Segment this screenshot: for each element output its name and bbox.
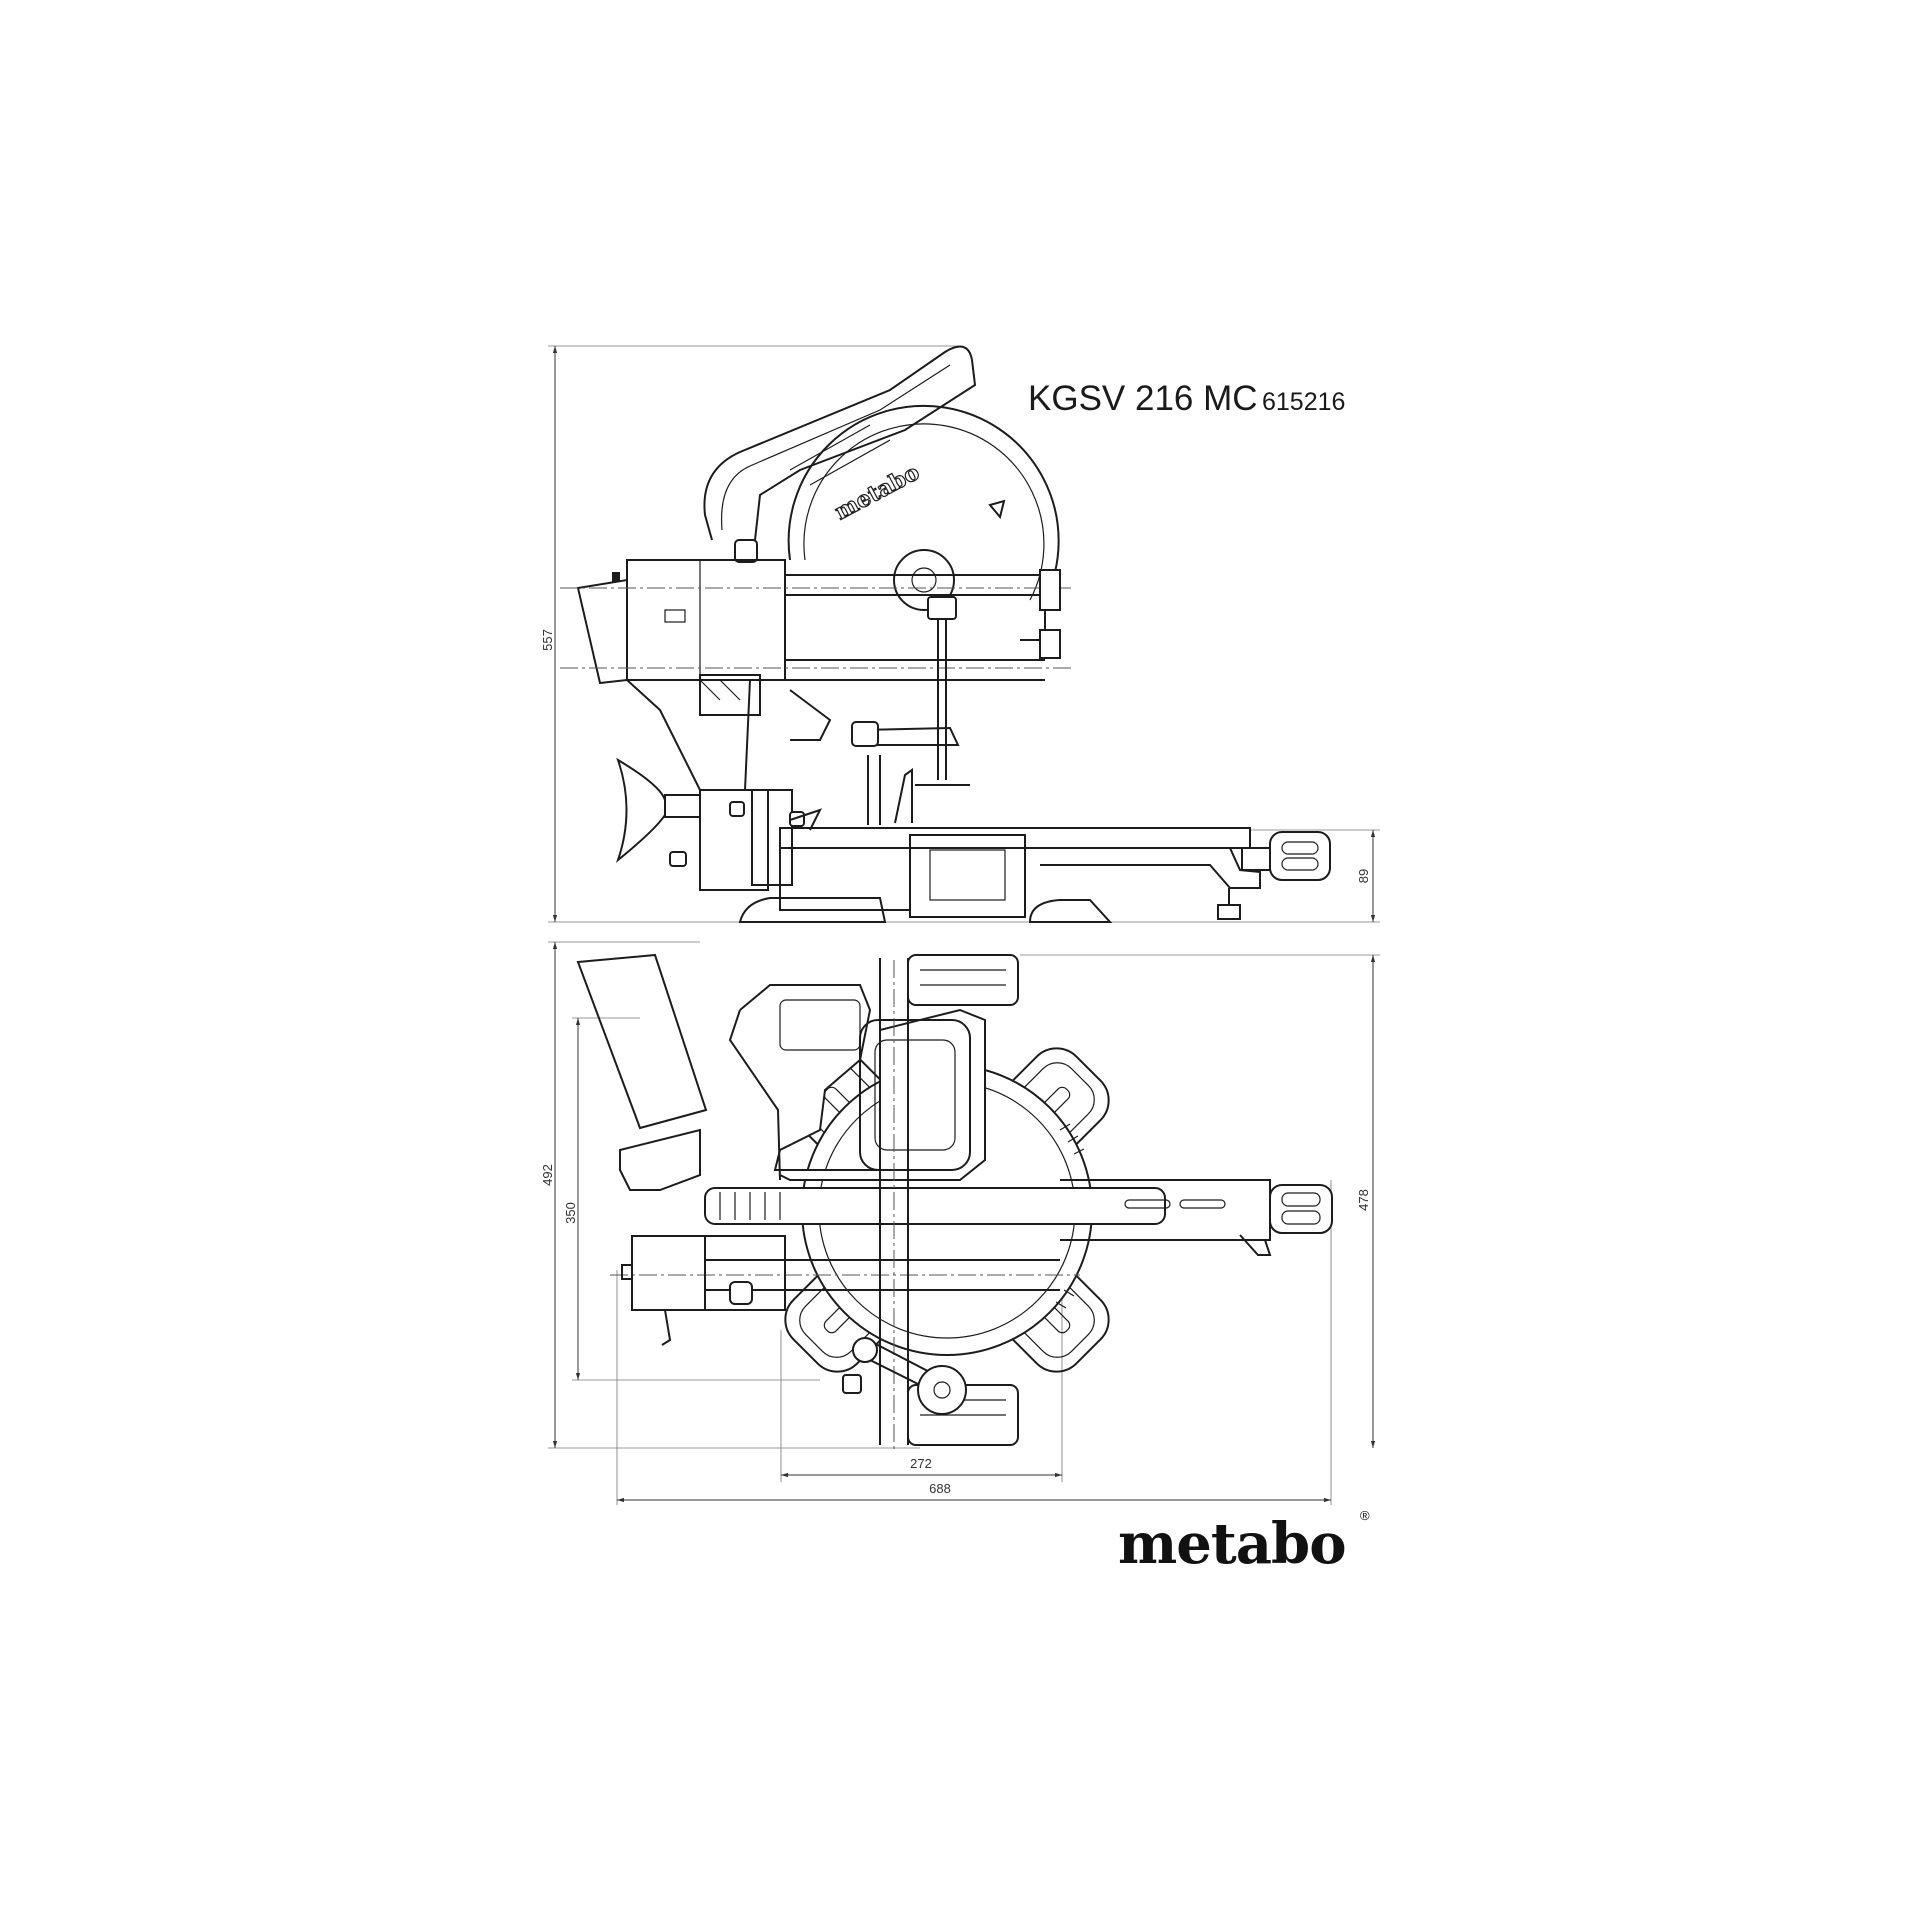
saw-blade-guard: metabo <box>787 404 1060 641</box>
dimension-depth-right: 478 <box>1020 954 1380 1448</box>
top-view: 492 350 478 272 688 <box>540 941 1380 1505</box>
part-number: 615216 <box>1262 388 1345 416</box>
registered-mark: ® <box>1360 1508 1370 1523</box>
dimension-label-89: 89 <box>1356 869 1371 883</box>
side-view: 557 89 metabo <box>540 345 1380 923</box>
dimension-label-350: 350 <box>563 1202 578 1224</box>
front-carry-handle <box>1241 831 1331 881</box>
dimension-label-688: 688 <box>929 1481 951 1496</box>
slide-arm-top <box>610 1179 1333 1346</box>
dimension-overall-width: 688 <box>616 1180 1332 1505</box>
dimension-label-478: 478 <box>1356 1189 1371 1211</box>
dimension-label-557: 557 <box>540 629 555 651</box>
dimension-overall-height: 557 <box>540 345 1380 923</box>
dimension-overall-depth: 492 <box>540 941 920 1449</box>
blade-slot <box>879 958 909 1450</box>
tilt-arm <box>626 674 913 891</box>
dimension-table-width: 272 <box>780 1300 1063 1482</box>
brand-logo: metabo ® <box>1118 1508 1370 1577</box>
operating-handle <box>703 345 977 563</box>
model-title: KGSV 216 MC <box>1028 379 1258 418</box>
saw-base <box>738 827 1261 923</box>
front-handle-top <box>1269 1184 1333 1234</box>
clamp-knob-top <box>842 1337 967 1415</box>
brand-logo-text: metabo <box>1118 1511 1346 1577</box>
motor-housing <box>576 559 786 685</box>
guard-logo: metabo <box>831 459 924 525</box>
dimension-label-492: 492 <box>540 1164 555 1186</box>
base-foot-left <box>738 897 887 923</box>
motor-top <box>728 984 986 1181</box>
dust-bag <box>576 953 708 1191</box>
slide-rails <box>560 569 1075 681</box>
dimension-inner-depth: 350 <box>563 1017 820 1381</box>
dimension-base-height: 89 <box>1250 829 1380 922</box>
dimension-label-272: 272 <box>910 1456 932 1471</box>
base-foot-right <box>1028 899 1113 923</box>
bevel-lock-knob <box>615 757 701 867</box>
workpiece-clamp <box>851 596 970 786</box>
